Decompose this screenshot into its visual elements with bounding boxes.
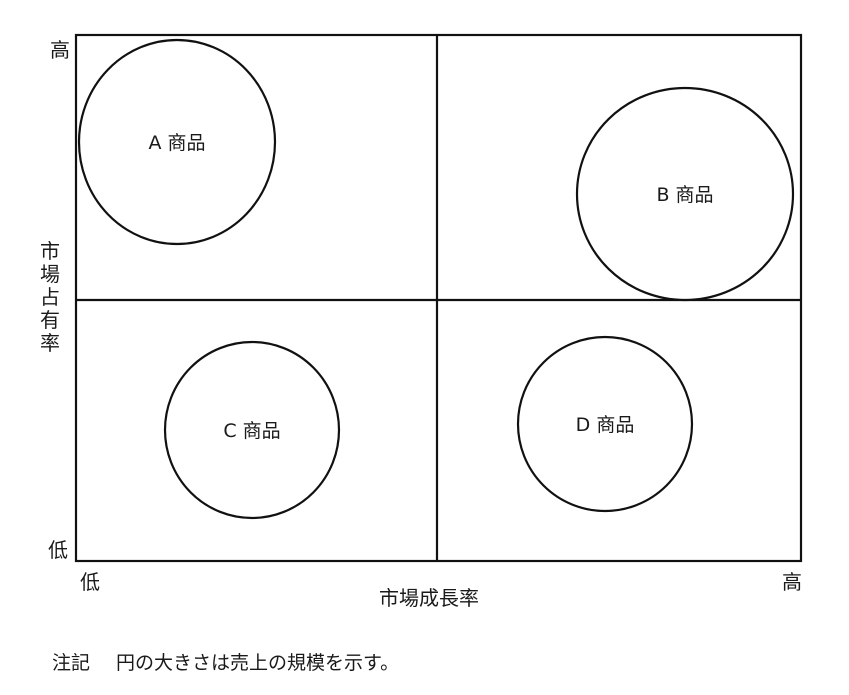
bubble-c-circle bbox=[163, 340, 341, 520]
y-axis-title: 市 場 占 有 率 bbox=[38, 240, 62, 355]
x-axis-low-label: 低 bbox=[80, 570, 100, 594]
footnote-text: 円の大きさは売上の規模を示す。 bbox=[116, 652, 400, 674]
bubble-d: D 商品 bbox=[516, 335, 694, 513]
footnote: 注記 円の大きさは売上の規模を示す。 bbox=[52, 648, 399, 675]
y-axis-title-char: 占 bbox=[40, 285, 60, 309]
y-axis-title-char: 有 bbox=[40, 308, 60, 332]
y-axis-low-label: 低 bbox=[48, 538, 68, 562]
footnote-prefix: 注記 bbox=[52, 652, 91, 674]
y-axis-title-char: 場 bbox=[40, 262, 60, 286]
y-axis-title-char: 率 bbox=[40, 331, 60, 355]
x-axis-title: 市場成長率 bbox=[379, 586, 479, 610]
bubble-a: A 商品 bbox=[77, 38, 277, 246]
y-axis-title-char: 市 bbox=[40, 239, 60, 263]
bubble-a-circle bbox=[77, 38, 277, 246]
bubble-c-label: C 商品 bbox=[223, 420, 280, 442]
bubble-c: C 商品 bbox=[163, 340, 341, 520]
x-axis-high-label: 高 bbox=[782, 570, 802, 594]
matrix-frame bbox=[74, 33, 803, 563]
bubble-b-label: B 商品 bbox=[656, 184, 713, 206]
y-axis-high-label: 高 bbox=[50, 38, 70, 62]
bubble-b-circle bbox=[575, 86, 795, 302]
bubble-a-label: A 商品 bbox=[148, 132, 205, 154]
bubble-b: B 商品 bbox=[575, 86, 795, 302]
bubble-d-label: D 商品 bbox=[576, 414, 635, 436]
bubble-d-circle bbox=[516, 335, 694, 513]
